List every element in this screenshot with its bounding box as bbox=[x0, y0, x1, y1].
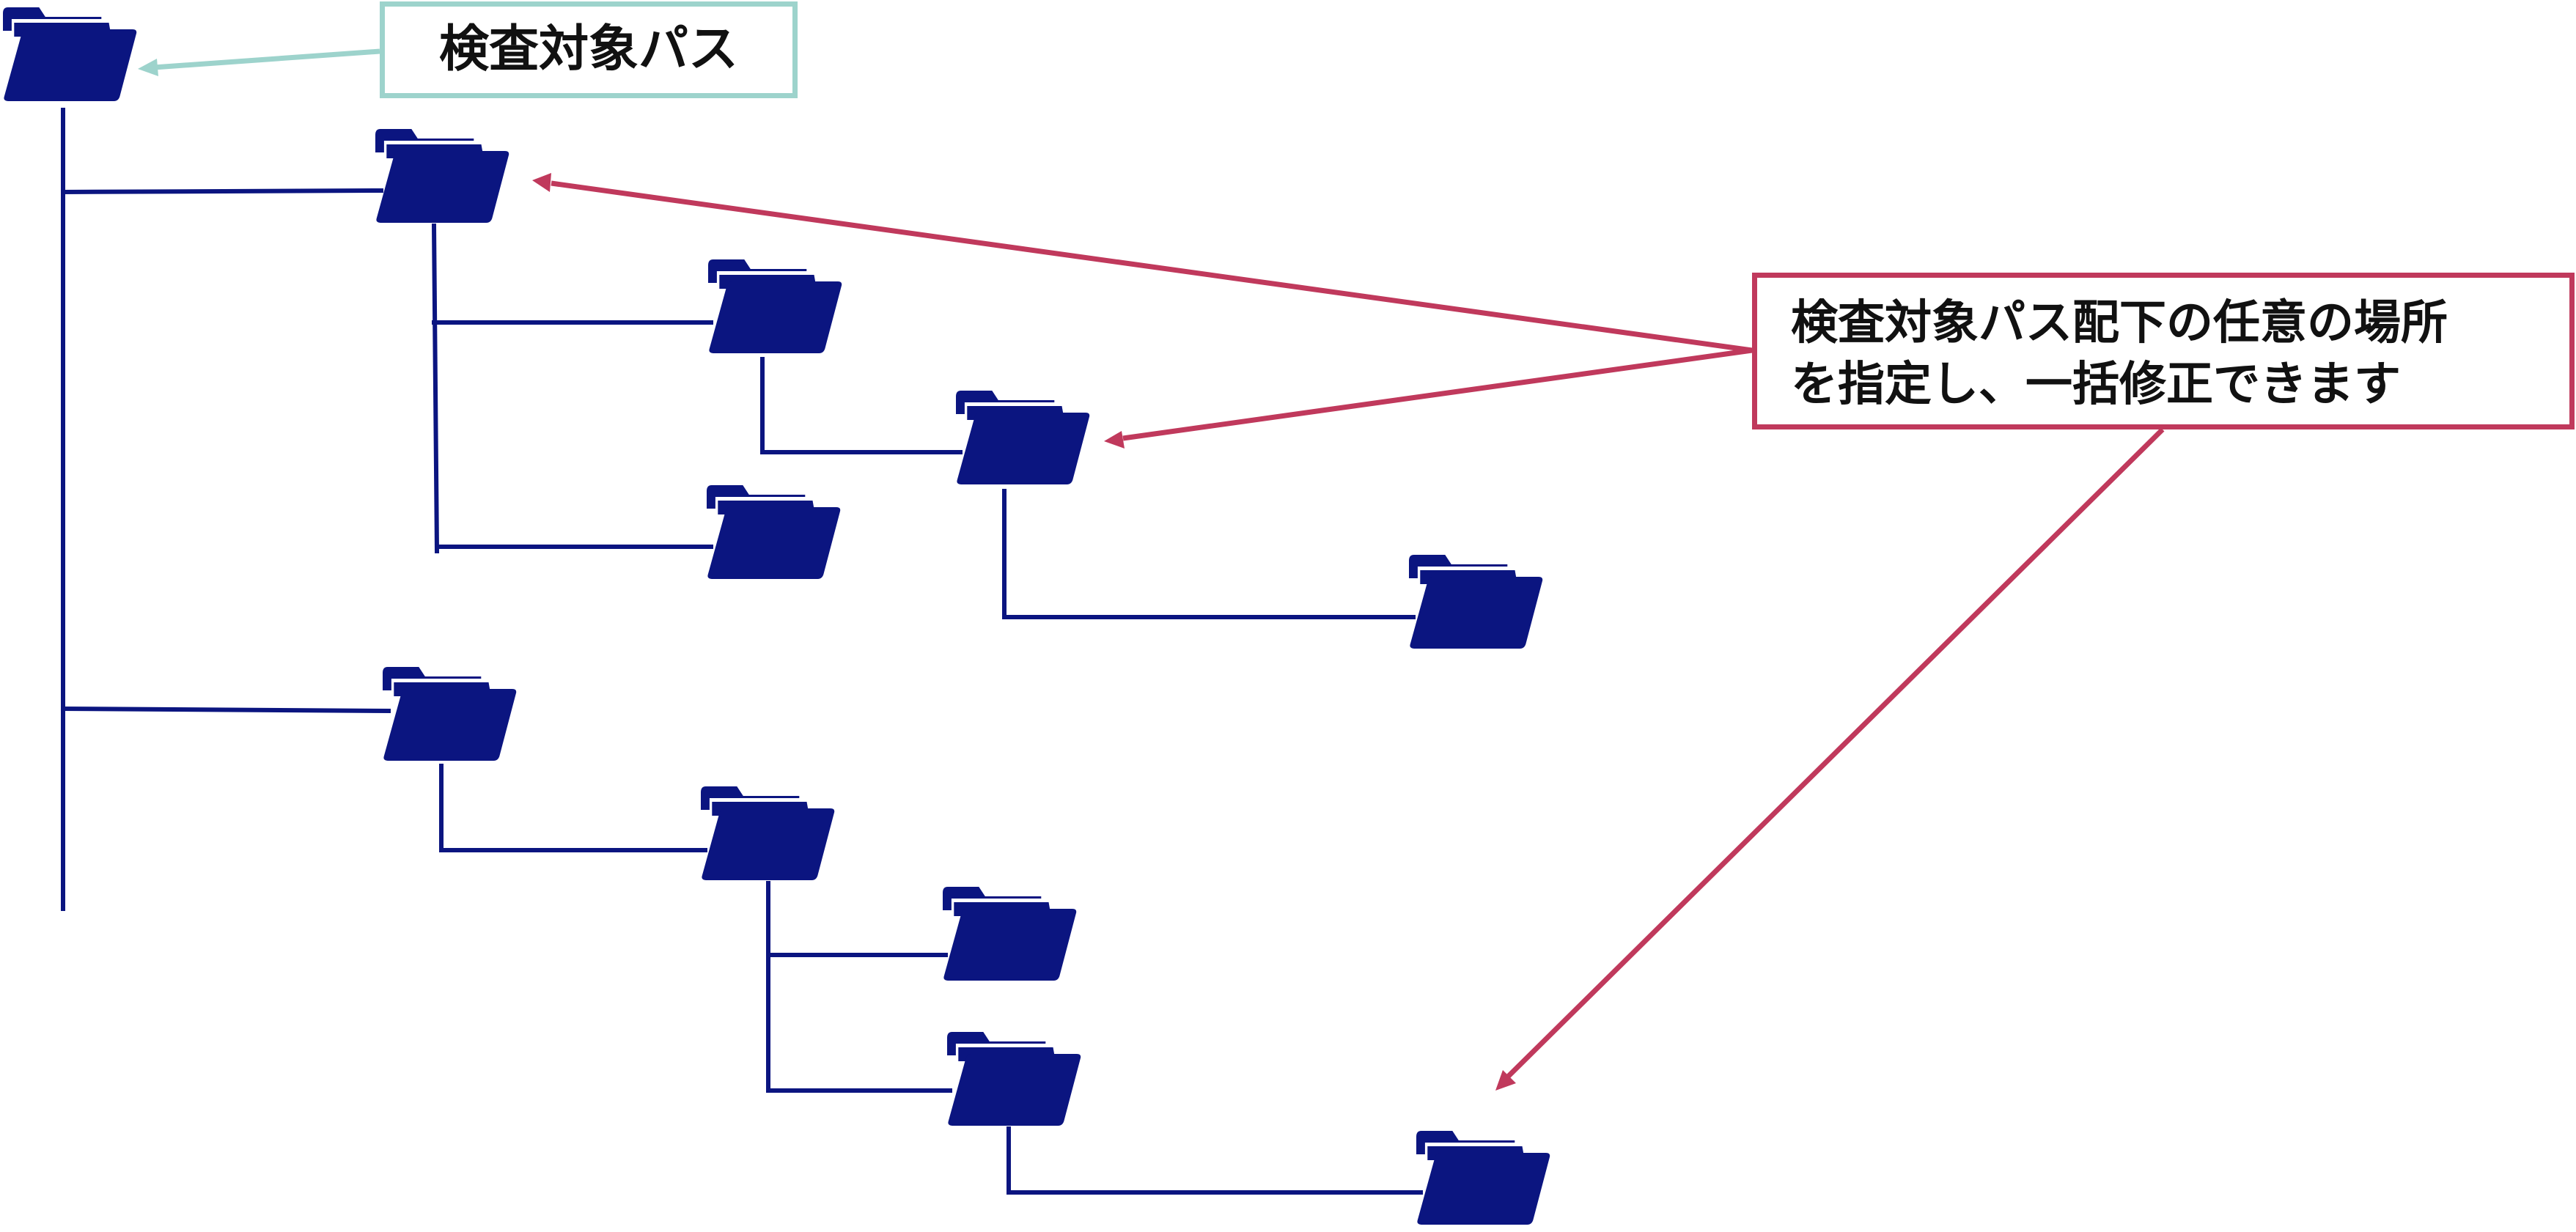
folder-icon bbox=[383, 667, 517, 761]
folder-icon bbox=[943, 887, 1077, 981]
folder-icon bbox=[1416, 1131, 1550, 1225]
subpath-callout-arrows bbox=[532, 173, 2165, 1091]
inspection-target-path-callout: 検査対象パス bbox=[380, 1, 798, 98]
callout-label-line-1: 検査対象パス配下の任意の場所 bbox=[1791, 296, 2448, 350]
folder-icon bbox=[707, 485, 841, 579]
root-callout-arrow bbox=[138, 48, 380, 76]
bulk-fix-location-callout: 検査対象パス配下の任意の場所 を指定し、一括修正できます bbox=[1752, 273, 2575, 429]
folder-icon bbox=[701, 786, 835, 880]
callout-label: 検査対象パス bbox=[438, 21, 738, 78]
folder-icon bbox=[708, 259, 842, 353]
tree-connector-lines bbox=[60, 108, 1423, 1195]
folder-icon bbox=[947, 1032, 1081, 1126]
folder-icon bbox=[375, 129, 509, 223]
root-folder-icon bbox=[3, 7, 137, 101]
folder-icon bbox=[1409, 555, 1543, 649]
folder-icon bbox=[956, 391, 1090, 484]
callout-label-line-2: を指定し、一括修正できます bbox=[1791, 358, 2401, 412]
